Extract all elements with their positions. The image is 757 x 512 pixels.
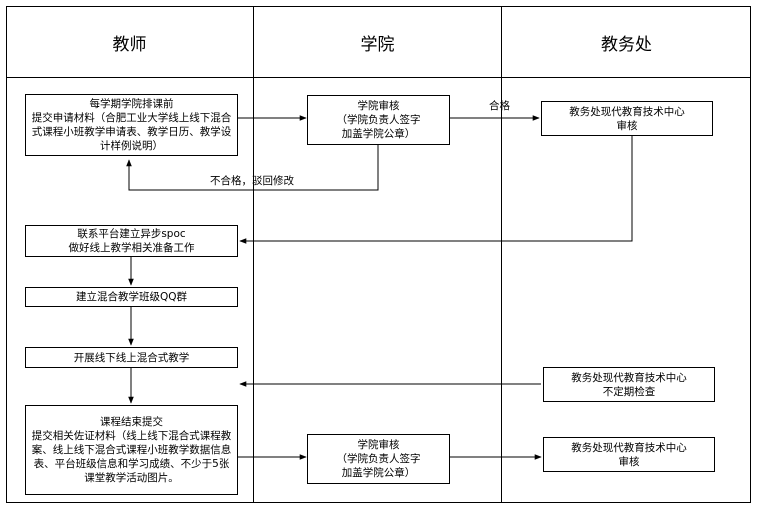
lane-divider-1 bbox=[253, 6, 254, 503]
header-divider bbox=[6, 77, 751, 78]
qq-group-box: 建立混合教学班级QQ群 bbox=[25, 287, 238, 307]
center-review-box-1: 教务处现代教育技术中心 审核 bbox=[541, 101, 713, 136]
start-teaching-box: 开展线下线上混合式教学 bbox=[25, 347, 238, 368]
submit-evidence-text: 课程结束提交 提交相关佐证材料（线上线下混合式课程教案、线上线下混合式课程小班教… bbox=[31, 416, 232, 484]
apply-materials-text: 每学期学院排课前 提交申请材料（合肥工业大学线上线下混合式课程小班教学申请表、教… bbox=[31, 98, 232, 152]
spoc-setup-text: 联系平台建立异步spoc 做好线上教学相关准备工作 bbox=[68, 228, 195, 254]
center-review-box-2: 教务处现代教育技术中心 审核 bbox=[543, 437, 715, 472]
lane-header-academic-affairs: 教务处 bbox=[601, 34, 652, 55]
college-review-box-2: 学院审核 （学院负责人签字 加盖学院公章） bbox=[307, 434, 450, 484]
spoc-setup-box: 联系平台建立异步spoc 做好线上教学相关准备工作 bbox=[25, 225, 238, 257]
lane-header-college: 学院 bbox=[360, 34, 395, 55]
college-review-box-1: 学院审核 （学院负责人签字 加盖学院公章） bbox=[307, 95, 450, 145]
center-review-text-1: 教务处现代教育技术中心 审核 bbox=[569, 105, 685, 132]
college-review-text-2: 学院审核 （学院负责人签字 加盖学院公章） bbox=[336, 439, 421, 479]
arrow-fail-return bbox=[126, 145, 379, 191]
center-inspection-text: 教务处现代教育技术中心 不定期检查 bbox=[571, 371, 687, 398]
start-teaching-text: 开展线下线上混合式教学 bbox=[73, 351, 190, 364]
arrow-center-to-spoc bbox=[239, 135, 633, 244]
college-review-text-1: 学院审核 （学院负责人签字 加盖学院公章） bbox=[336, 100, 421, 140]
swimlane-frame bbox=[6, 6, 751, 503]
apply-materials-box: 每学期学院排课前 提交申请材料（合肥工业大学线上线下混合式课程小班教学申请表、教… bbox=[25, 94, 238, 156]
center-review-text-2: 教务处现代教育技术中心 审核 bbox=[571, 441, 687, 468]
center-inspection-box: 教务处现代教育技术中心 不定期检查 bbox=[543, 367, 715, 402]
pass-label: 合格 bbox=[489, 100, 510, 112]
qq-group-text: 建立混合教学班级QQ群 bbox=[75, 291, 188, 303]
fail-label: 不合格，驳回修改 bbox=[210, 175, 294, 187]
lane-header-teacher: 教师 bbox=[112, 34, 147, 55]
lane-divider-2 bbox=[501, 6, 502, 503]
submit-evidence-box: 课程结束提交 提交相关佐证材料（线上线下混合式课程教案、线上线下混合式课程小班教… bbox=[25, 405, 238, 495]
